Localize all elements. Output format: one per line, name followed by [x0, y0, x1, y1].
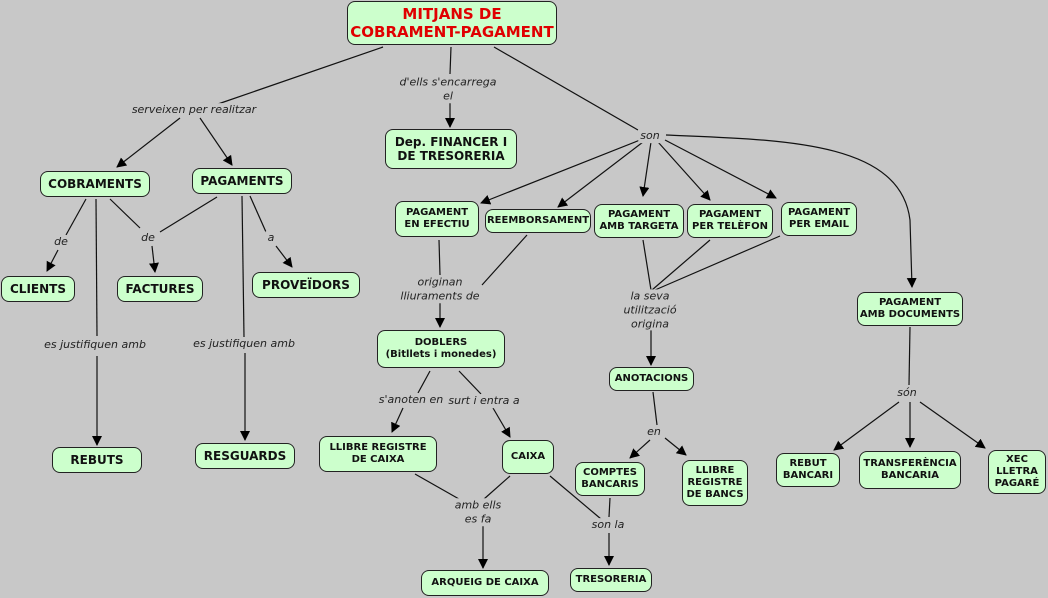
link-encarrega: d'ells s'encarrega el: [397, 75, 499, 103]
node-caixa[interactable]: CAIXA: [502, 440, 554, 474]
root-node[interactable]: MITJANS DE COBRAMENT-PAGAMENT: [347, 1, 557, 45]
node-factures[interactable]: FACTURES: [117, 276, 203, 302]
node-clients[interactable]: CLIENTS: [1, 276, 75, 302]
node-proveidors[interactable]: PROVEÏDORS: [252, 272, 360, 298]
node-pagament-targeta[interactable]: PAGAMENT AMB TARGETA: [594, 204, 684, 238]
link-originan: originan lliuraments de: [398, 275, 482, 303]
node-rebut-bancari[interactable]: REBUT BANCARI: [776, 453, 840, 487]
link-serveixen: serveixen per realitzar: [129, 103, 259, 117]
link-amb-ells: amb ells es fa: [452, 498, 504, 526]
node-xec-lletra-pagare[interactable]: XEC LLETRA PAGARÉ: [988, 450, 1046, 494]
link-son-la: son la: [589, 518, 627, 532]
node-cobraments[interactable]: COBRAMENTS: [40, 171, 150, 197]
link-son-documents: són: [895, 386, 919, 400]
link-surt: surt i entra a: [446, 394, 522, 408]
node-pagament-efectiu[interactable]: PAGAMENT EN EFECTIU: [395, 201, 479, 237]
node-rebuts[interactable]: REBUTS: [52, 447, 142, 473]
node-anotacions[interactable]: ANOTACIONS: [609, 367, 694, 391]
link-anoten: s'anoten en: [376, 393, 446, 407]
node-pagament-telefon[interactable]: PAGAMENT PER TELÈFON: [687, 204, 773, 238]
link-justifiquen-rebuts: es justifiquen amb: [42, 338, 148, 352]
node-doblers[interactable]: DOBLERS (Bitllets i monedes): [377, 330, 505, 368]
link-utilitzacio: la seva utilització origina: [621, 289, 679, 331]
node-arqueig-caixa[interactable]: ARQUEIG DE CAIXA: [421, 570, 549, 596]
node-pagament-documents[interactable]: PAGAMENT AMB DOCUMENTS: [857, 292, 963, 326]
node-pagament-email[interactable]: PAGAMENT PER EMAIL: [781, 202, 857, 236]
node-tresoreria[interactable]: TRESORERIA: [570, 568, 652, 592]
link-en: en: [645, 425, 663, 439]
link-son: son: [638, 129, 662, 143]
link-justifiquen-resguards: es justifiquen amb: [191, 337, 297, 351]
node-reemborsament[interactable]: REEMBORSAMENT: [485, 209, 591, 233]
node-transferencia-bancaria[interactable]: TRANSFERÈNCIA BANCARIA: [859, 451, 961, 489]
node-dep-financer[interactable]: Dep. FINANCER I DE TRESORERIA: [385, 129, 517, 169]
link-de-clients: de: [52, 235, 70, 249]
link-a-proveidors: a: [265, 231, 277, 245]
node-resguards[interactable]: RESGUARDS: [195, 443, 295, 469]
node-pagaments[interactable]: PAGAMENTS: [192, 168, 292, 194]
node-comptes-bancaris[interactable]: COMPTES BANCARIS: [575, 462, 645, 496]
node-llibre-registre-bancs[interactable]: LLIBRE REGISTRE DE BANCS: [682, 460, 748, 506]
link-de-factures: de: [139, 231, 157, 245]
node-llibre-registre-caixa[interactable]: LLIBRE REGISTRE DE CAIXA: [319, 436, 437, 472]
